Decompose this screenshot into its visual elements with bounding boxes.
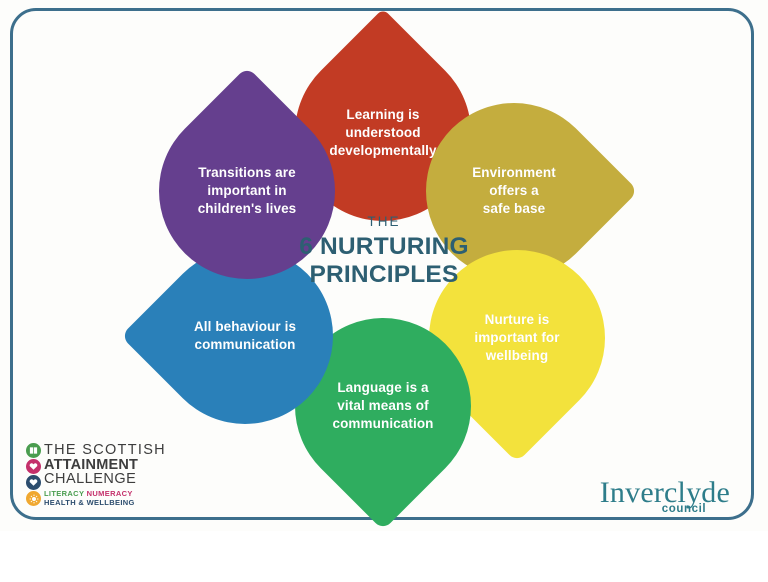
- sac-wordmark: THE SCOTTISH ATTAINMENT CHALLENGE LITERA…: [44, 442, 166, 508]
- nurturing-principles-poster: Learning is understood developmentally E…: [10, 8, 754, 530]
- centre-eyebrow: THE: [367, 214, 401, 229]
- sun-icon: [26, 491, 41, 506]
- inverclyde-wordmark: Inverclyde: [599, 476, 730, 509]
- sac-tag-literacy: LITERACY: [44, 488, 85, 498]
- inverclyde-council-logo: Inverclyde council: [599, 476, 730, 516]
- page-title: 6 NURTURING PRINCIPLES: [299, 233, 469, 288]
- sac-line-3: CHALLENGE: [44, 471, 137, 487]
- sac-tag-health: HEALTH & WELLBEING: [44, 498, 135, 507]
- sac-tag-numeracy: NUMERACY: [86, 488, 133, 498]
- sac-line-2: ATTAINMENT: [44, 456, 139, 473]
- heart-icon: [26, 459, 41, 474]
- sac-line-1: THE SCOTTISH: [44, 442, 166, 458]
- book-icon: [26, 443, 41, 458]
- heart-icon: [26, 475, 41, 490]
- centre-caption: THE 6 NURTURING PRINCIPLES: [254, 214, 514, 289]
- sac-tagline: LITERACY NUMERACY HEALTH & WELLBEING: [44, 489, 166, 508]
- sac-icon-column: [26, 442, 41, 506]
- scottish-attainment-challenge-logo: THE SCOTTISH ATTAINMENT CHALLENGE LITERA…: [26, 442, 166, 508]
- inverclyde-subtitle: council: [661, 503, 707, 515]
